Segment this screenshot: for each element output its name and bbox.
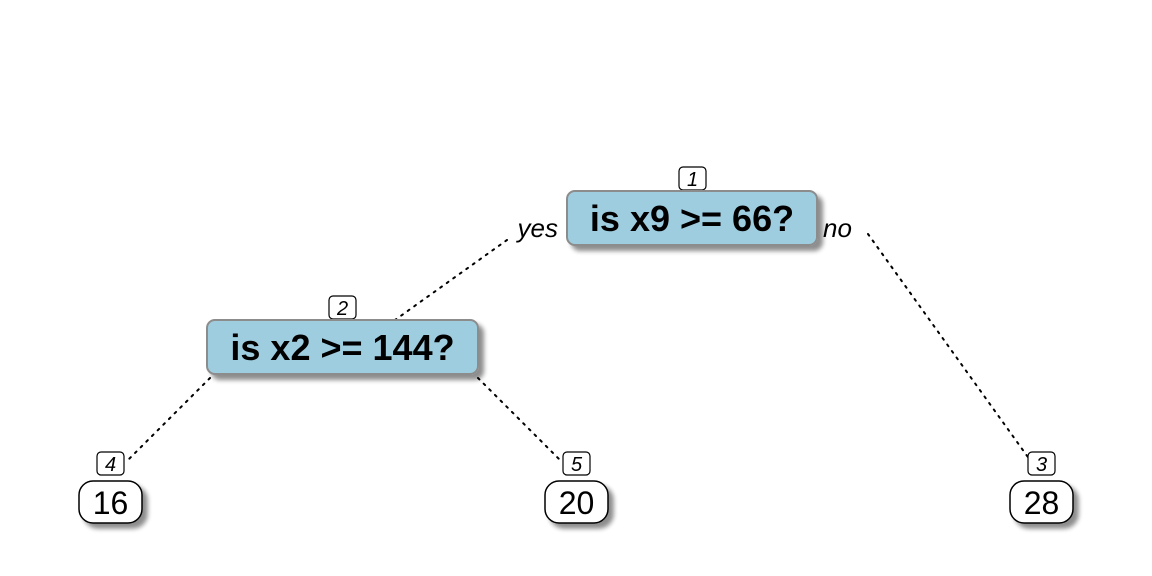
branch-label-no: no [823,213,852,243]
edge-1-to-3 [867,233,1031,461]
split-box-2 [206,319,479,375]
split-node-2: 2 is x2 >= 144? [206,295,479,375]
node-id-box-3 [1027,451,1056,476]
split-label-2: is x2 >= 144? [230,327,454,368]
leaf-node-4: 4 16 [78,451,143,524]
edge-1-to-2 [394,239,508,321]
node-id-1: 1 [687,169,698,191]
node-id-box-4 [96,451,125,476]
node-id-box-5 [562,451,591,476]
leaf-box-4 [78,480,143,524]
split-node-1: 1 is x9 >= 66? [566,166,818,246]
leaf-label-3: 28 [1024,485,1060,521]
leaf-label-4: 16 [93,485,129,521]
branch-label-yes: yes [516,213,558,243]
edge-2-to-5 [477,377,561,461]
leaf-label-5: 20 [559,485,595,521]
split-label-1: is x9 >= 66? [590,198,794,239]
node-id-2: 2 [336,298,348,320]
leaf-node-5: 5 20 [544,451,609,524]
leaf-box-3 [1009,480,1074,524]
node-id-4: 4 [105,454,116,476]
node-id-5: 5 [571,454,583,476]
split-box-1 [566,190,818,246]
node-id-3: 3 [1036,454,1047,476]
edge-2-to-4 [127,377,211,461]
leaf-node-3: 3 28 [1009,451,1074,524]
leaf-box-5 [544,480,609,524]
